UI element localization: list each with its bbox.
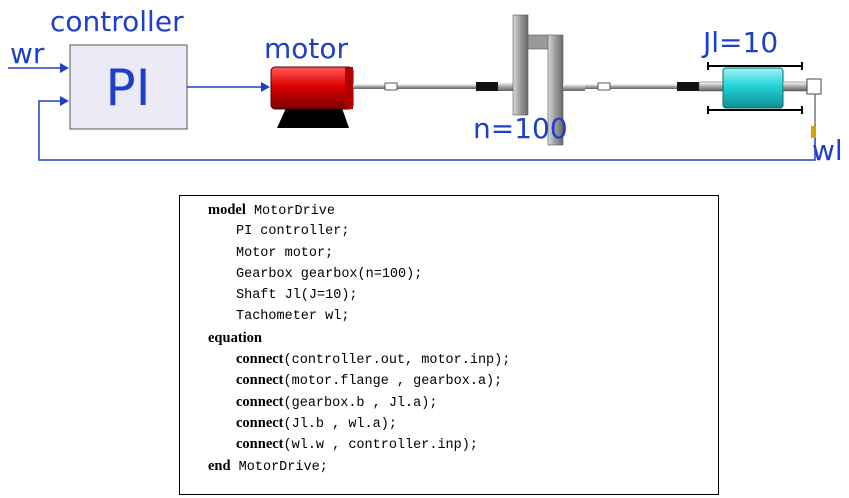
code-keyword: connect: [236, 414, 284, 431]
code-line: model MotorDrive: [208, 200, 718, 221]
controller-label: controller: [50, 5, 184, 38]
code-text: Tachometer wl;: [236, 309, 350, 325]
code-keyword: connect: [236, 393, 284, 410]
shaft-gearbox-inertia: [585, 82, 699, 91]
code-line: connect(wl.w , controller.inp);: [208, 434, 718, 455]
code-text: (Jl.b , wl.a);: [283, 416, 397, 432]
code-line: connect(gearbox.b , Jl.a);: [208, 392, 718, 413]
controller-block[interactable]: [69, 44, 188, 130]
code-keyword: end: [208, 457, 231, 474]
pi-label: PI: [106, 59, 151, 117]
code-text: MotorDrive;: [230, 459, 328, 475]
code-line: connect(motor.flange , gearbox.a);: [208, 370, 718, 391]
input-label: wr: [10, 37, 45, 70]
sensor-label: wl: [812, 134, 843, 167]
code-text: Shaft Jl(J=10);: [236, 288, 358, 304]
code-line: connect(controller.out, motor.inp);: [208, 349, 718, 370]
code-line: Gearbox gearbox(n=100);: [208, 264, 718, 285]
block-diagram: wr controller PI motor n=100 Jl=10: [8, 5, 843, 167]
code-keyword: connect: [236, 436, 284, 453]
inertia-icon[interactable]: [698, 62, 822, 114]
code-line: end MotorDrive;: [208, 456, 718, 477]
code-text: (motor.flange , gearbox.a);: [283, 374, 503, 390]
modelica-code-listing: model MotorDrive PI controller; Motor moto…: [179, 195, 719, 495]
code-text: Gearbox gearbox(n=100);: [236, 266, 423, 282]
feedback-wire: [38, 100, 816, 161]
feedback-arrow: [60, 96, 69, 106]
code-keyword: equation: [208, 329, 262, 346]
motor-label: motor: [264, 32, 349, 65]
code-line: Tachometer wl;: [208, 306, 718, 327]
code-text: (wl.w , controller.inp);: [283, 438, 478, 454]
code-text: PI controller;: [236, 224, 350, 240]
motor-icon[interactable]: [270, 66, 354, 128]
control-arrow: [261, 82, 270, 92]
code-line: PI controller;: [208, 221, 718, 242]
gearbox-icon[interactable]: [498, 14, 585, 146]
input-arrow: [60, 63, 69, 73]
code-text: (controller.out, motor.inp);: [283, 353, 511, 369]
tachometer-icon[interactable]: [811, 94, 816, 138]
code-keyword: connect: [236, 351, 284, 368]
shaft-motor-gearbox: [353, 82, 498, 91]
inertia-label: Jl=10: [701, 26, 778, 59]
code-text: Motor motor;: [236, 245, 334, 261]
code-line: Motor motor;: [208, 243, 718, 264]
code-line: Shaft Jl(J=10);: [208, 285, 718, 306]
code-text: MotorDrive: [245, 204, 335, 219]
code-keyword: connect: [236, 372, 284, 389]
code-line: connect(Jl.b , wl.a);: [208, 413, 718, 434]
gearbox-ratio-label: n=100: [473, 112, 568, 145]
code-text: (gearbox.b , Jl.a);: [283, 395, 438, 411]
code-keyword: model: [208, 202, 246, 218]
code-line: equation: [208, 328, 718, 349]
